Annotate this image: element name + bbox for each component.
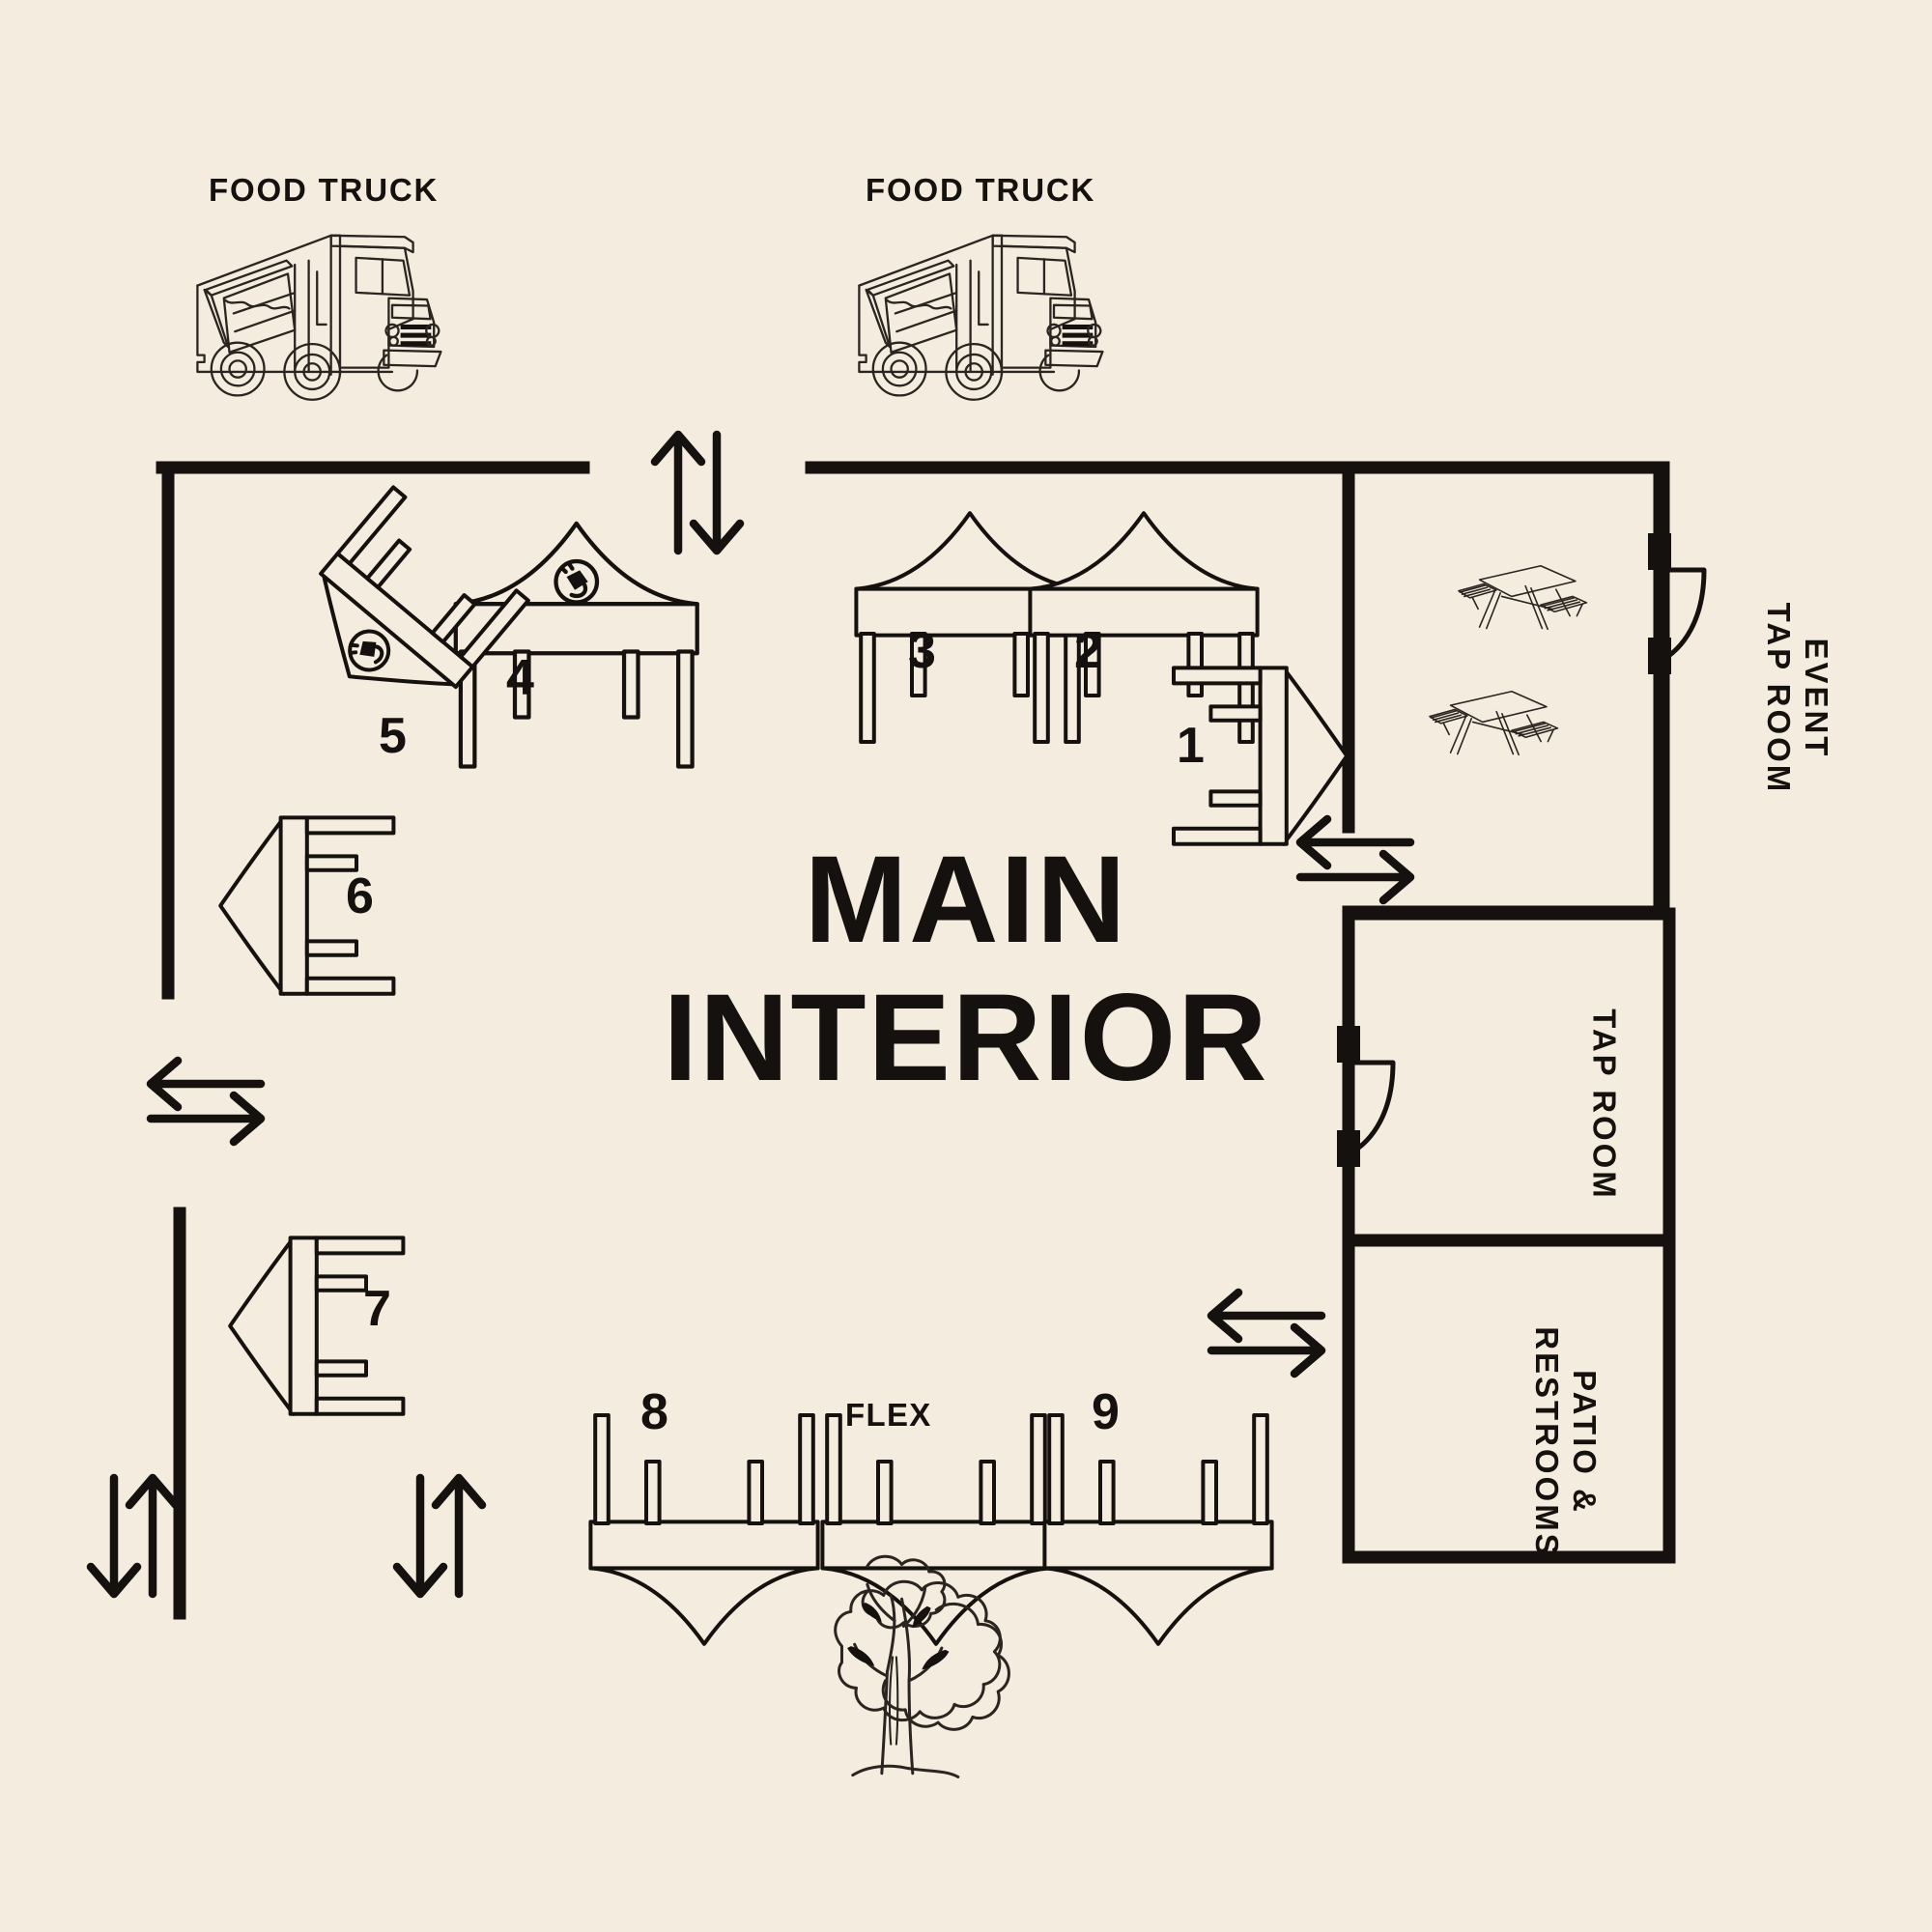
circulation-arrow-patio-entry <box>1207 1288 1326 1378</box>
room-label-patio-restrooms: PATIO & RESTROOMS <box>1468 1323 1662 1557</box>
circulation-arrow-southwest-exit <box>86 1473 181 1599</box>
room-label-event-tap-room: EVENT TAP ROOM <box>1700 580 1893 795</box>
patio-line-1: PATIO & <box>1566 1370 1603 1515</box>
booth-number-8: 8 <box>640 1384 669 1440</box>
booth-label-flex: FLEX <box>845 1397 932 1433</box>
event-tap-room-line-1: EVENT <box>1798 638 1834 759</box>
booth-number-5: 5 <box>379 708 408 764</box>
circulation-arrow-south-entry <box>392 1473 487 1599</box>
circulation-arrow-entry-top-center <box>650 430 745 555</box>
picnic-table-illustration <box>1458 564 1588 631</box>
room-label-tap-room: TAP ROOM <box>1507 1005 1700 1201</box>
door-swing-arc <box>1655 567 1707 666</box>
booth-number-9: 9 <box>1092 1384 1121 1440</box>
door-jamb <box>1337 1026 1360 1063</box>
food-truck-label-left: FOOD TRUCK <box>209 172 440 208</box>
patio-line-2: RESTROOMS <box>1529 1326 1565 1558</box>
booth-shape-9[interactable] <box>1044 1415 1271 1644</box>
booth-number-7: 7 <box>363 1281 392 1337</box>
door-jamb <box>1648 533 1671 570</box>
booth-shape-8[interactable] <box>590 1415 817 1644</box>
plan-title-line-1: MAIN <box>804 831 1128 969</box>
food-truck-illustration-right <box>858 234 1104 401</box>
plan-title-line-2: INTERIOR <box>663 969 1269 1108</box>
building-walls <box>156 461 1707 1620</box>
circulation-arrow-tap-room-entry <box>1295 814 1415 905</box>
door-swing-arc <box>1344 1060 1396 1158</box>
booth-number-4: 4 <box>506 650 535 706</box>
event-tap-room-line-2: TAP ROOM <box>1761 602 1797 795</box>
booth-number-3: 3 <box>908 623 937 679</box>
picnic-table-illustration <box>1429 690 1559 756</box>
booth-number-2: 2 <box>1074 623 1103 679</box>
food-truck-illustration-left <box>196 234 442 401</box>
booth-number-1: 1 <box>1177 718 1206 774</box>
booth-number-6: 6 <box>346 868 375 924</box>
food-truck-label-right: FOOD TRUCK <box>866 172 1096 208</box>
circulation-arrow-west-exit <box>146 1056 266 1147</box>
tap-room-line-1: TAP ROOM <box>1586 1009 1623 1201</box>
